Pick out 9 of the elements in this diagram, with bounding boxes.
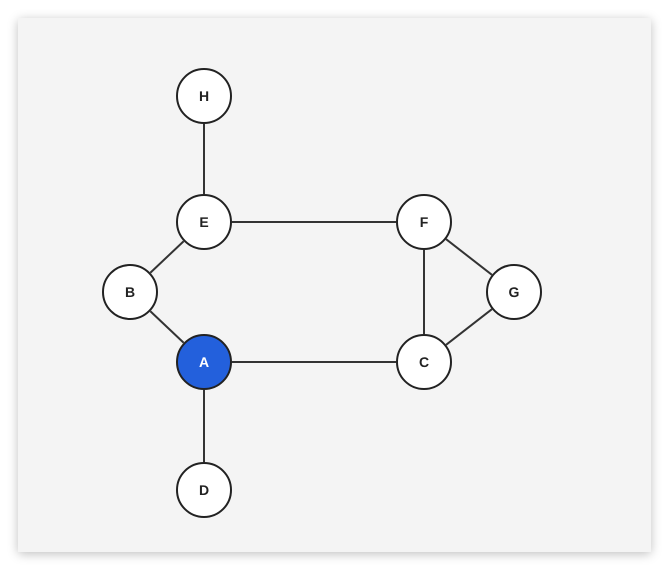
connector-line: [232, 221, 396, 223]
connector-line: [232, 361, 396, 363]
connector-line: [445, 308, 493, 346]
connector-line: [445, 238, 493, 276]
connector-line: [423, 250, 425, 334]
connector-line: [203, 124, 205, 194]
connector-line: [203, 390, 205, 462]
connector-line: [150, 310, 184, 344]
connector-line: [150, 240, 184, 274]
